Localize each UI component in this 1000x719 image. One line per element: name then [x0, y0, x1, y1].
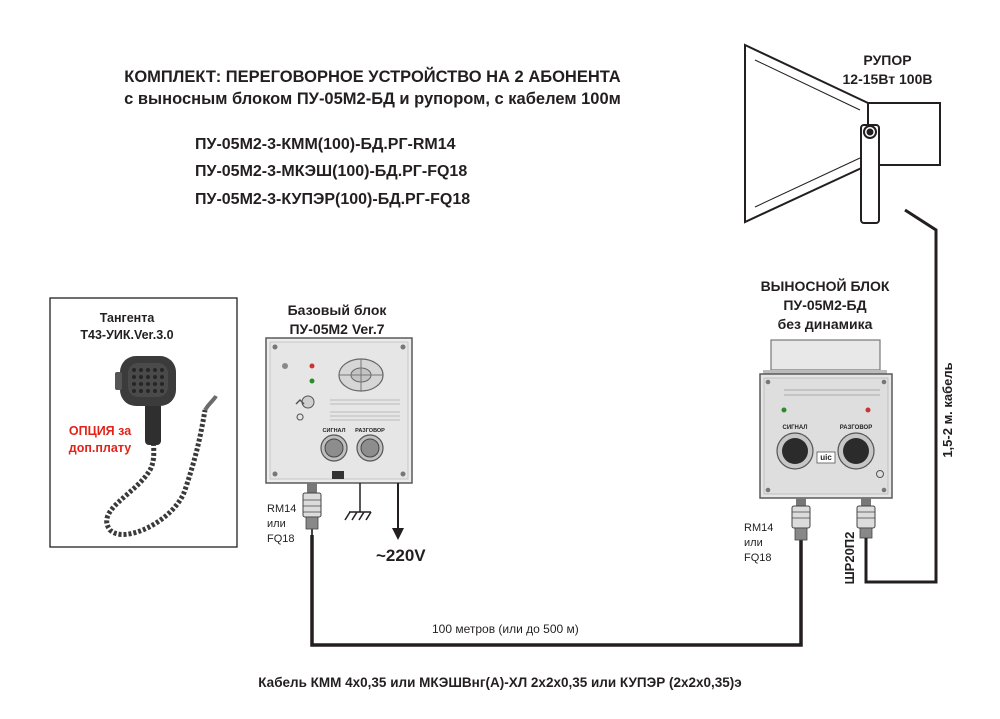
model-line-2: ПУ-05М2-3-МКЭШ(100)-БД.РГ-FQ18: [195, 163, 468, 180]
remote-signal-button[interactable]: [776, 432, 814, 470]
base-unit-panel: [265, 337, 413, 484]
ground-icon: [344, 483, 372, 521]
model-line-3: ПУ-05М2-3-КУПЭР(100)-БД.РГ-FQ18: [195, 191, 471, 208]
tangent-caption-line2: Т43-УИК.Ver.3.0: [80, 328, 174, 342]
distance-label: 100 метров (или до 500 м): [432, 622, 579, 636]
left-connector-label-3: FQ18: [267, 533, 295, 545]
remote-unit-panel: [759, 339, 893, 499]
left-connector-label: RM14 или FQ18: [267, 502, 296, 547]
remote-unit-caption-line1: ВЫНОСНОЙ БЛОК: [760, 278, 890, 294]
remote-unit-caption-line2: ПУ-05М2-БД: [783, 297, 867, 313]
remote-unit-caption: ВЫНОСНОЙ БЛОК ПУ-05М2-БД без динамика: [735, 277, 915, 334]
cable-type-label: Кабель КММ 4х0,35 или МКЭШВнг(А)-ХЛ 2х2х…: [258, 675, 742, 690]
horn-caption: РУПОР 12-15Вт 100В: [820, 51, 955, 89]
right-connector-label-3: FQ18: [744, 552, 772, 564]
horn-speaker-icon: [744, 43, 941, 224]
remote-signal-label: СИГНАЛ: [782, 425, 808, 431]
left-connector-icon: [302, 483, 322, 535]
base-talk-button[interactable]: [356, 434, 384, 462]
base-talk-label: РАЗГОВОР: [355, 428, 385, 434]
right-connector-icon: [791, 498, 811, 541]
right-connector-label-2: или: [744, 537, 763, 549]
base-unit-caption-line2: ПУ-05М2 Ver.7: [289, 321, 385, 337]
tangent-option-line2: доп.плату: [68, 441, 132, 455]
model-line-1: ПУ-05М2-3-КММ(100)-БД.РГ-RM14: [195, 136, 456, 153]
page-title: КОМПЛЕКТ: ПЕРЕГОВОРНОЕ УСТРОЙСТВО НА 2 А…: [124, 68, 621, 86]
tangent-option-line1: ОПЦИЯ за: [68, 424, 132, 438]
left-connector-label-2: или: [267, 518, 286, 530]
base-unit-caption-line1: Базовый блок: [287, 302, 387, 318]
tangent-caption: Тангента Т43-УИК.Ver.3.0: [52, 310, 202, 344]
horn-cable-line: [864, 208, 938, 584]
page-subtitle: с выносным блоком ПУ-05М2-БД и рупором, …: [124, 90, 621, 108]
remote-unit-caption-line3: без динамика: [777, 316, 873, 332]
microphone-icon: [104, 356, 218, 537]
main-cable-line: [310, 535, 803, 647]
power-arrow-icon: [392, 483, 404, 540]
remote-talk-label: РАЗГОВОР: [839, 425, 873, 431]
left-connector-label-1: RM14: [267, 503, 297, 515]
remote-logo: uic: [820, 453, 832, 462]
horn-caption-line2: 12-15Вт 100В: [842, 71, 933, 87]
power-label: ~220V: [376, 546, 426, 565]
base-signal-button[interactable]: [320, 434, 348, 462]
right-connector-label: RM14 или FQ18: [744, 521, 773, 566]
tangent-caption-line1: Тангента: [99, 311, 155, 325]
base-unit-caption: Базовый блок ПУ-05М2 Ver.7: [262, 301, 412, 339]
right-connector-label-1: RM14: [744, 522, 774, 534]
tangent-frame: [49, 297, 238, 548]
horn-caption-line1: РУПОР: [863, 52, 912, 68]
tangent-option-label: ОПЦИЯ за доп.плату: [52, 423, 148, 457]
horn-cable-label: 1,5-2 м. кабель: [940, 362, 955, 458]
horn-connector-label: ШР20П2: [842, 531, 857, 585]
remote-talk-button[interactable]: [837, 432, 875, 470]
base-signal-label: СИГНАЛ: [322, 428, 346, 434]
speaker-grille-icon: [338, 358, 384, 392]
